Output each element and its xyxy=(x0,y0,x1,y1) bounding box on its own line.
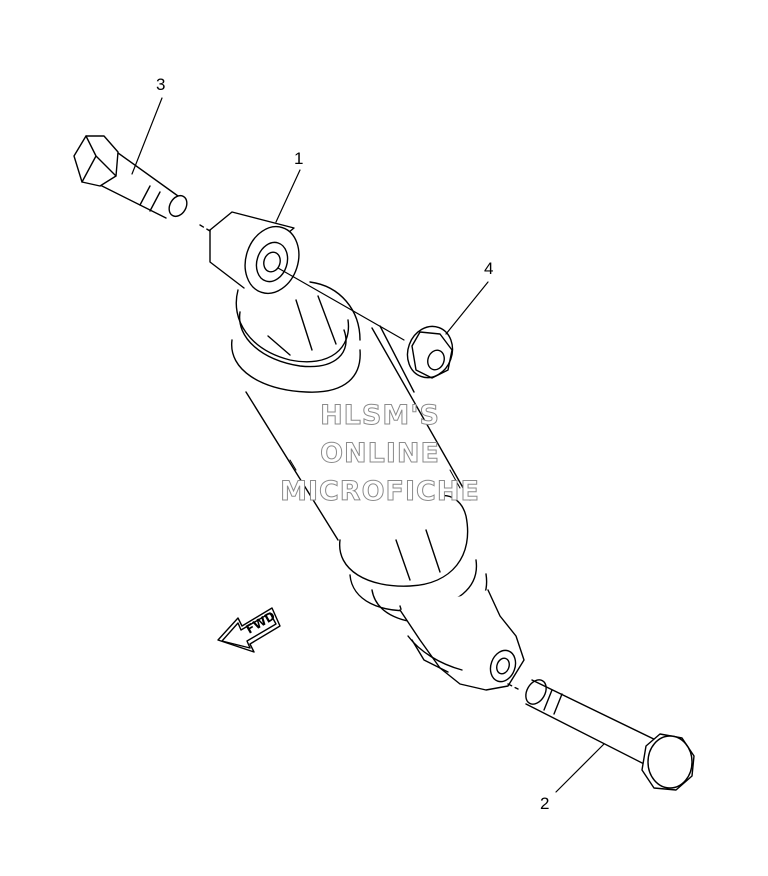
watermark-line-2: ONLINE xyxy=(320,438,440,470)
callout-part-3: 3 xyxy=(156,75,166,94)
lower-mount xyxy=(399,589,525,691)
fwd-arrow-icon xyxy=(217,607,281,653)
upper-mount xyxy=(209,211,300,295)
upper-spring-coils xyxy=(231,281,361,393)
callout-part-2: 2 xyxy=(540,794,550,813)
upper-bolt xyxy=(73,135,211,232)
watermark-line-3: MICROFICHE xyxy=(280,476,480,508)
callout-part-1: 1 xyxy=(294,149,304,168)
lower-bolt xyxy=(507,679,695,791)
callout-part-4: 4 xyxy=(484,259,494,278)
collar-nut xyxy=(277,267,454,379)
watermark-line-1: HLSM'S xyxy=(320,400,440,432)
shock-body xyxy=(245,325,471,541)
leader-lines xyxy=(131,97,605,793)
